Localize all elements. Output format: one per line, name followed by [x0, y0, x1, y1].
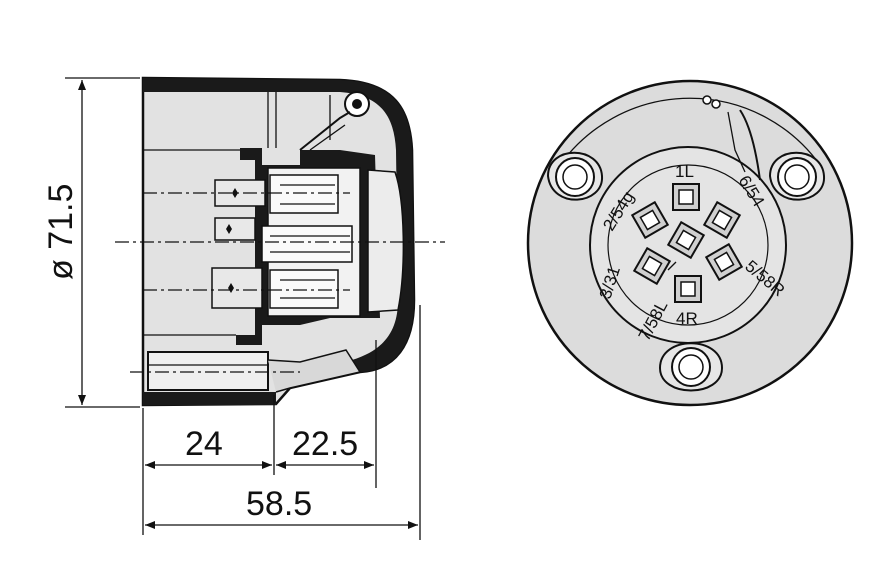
pin-2 [630, 200, 670, 240]
rivet [702, 95, 712, 105]
hinge-screw [299, 91, 370, 151]
pin-center [666, 220, 706, 260]
pin-5 [704, 242, 744, 282]
key-lug [739, 109, 761, 181]
inner-ring [607, 164, 769, 326]
face-arc [559, 97, 821, 166]
mounting-hole-bottom [658, 342, 724, 392]
pin-1L [672, 183, 700, 211]
key-lug [727, 111, 746, 173]
cable-clamp [147, 349, 362, 393]
pin-4R [674, 275, 702, 303]
diameter-label: ø 71.5 [42, 184, 80, 280]
dimension-24-label: 24 [185, 425, 223, 463]
dimension-58-5-label: 58.5 [246, 485, 312, 523]
side-view: ø 71.5 24 22.5 58.5 [42, 76, 445, 540]
pin-3 [632, 246, 672, 286]
mounting-hole-left [546, 151, 604, 201]
rivet [711, 99, 721, 109]
bottom-shell [143, 392, 276, 405]
front-cap [367, 169, 405, 313]
contact-sleeves [211, 174, 353, 309]
mounting-hole-right [768, 151, 826, 201]
pin-contacts [630, 183, 744, 303]
pin-label-4R: 4R [676, 309, 698, 328]
dimension-22-5-label: 22.5 [292, 425, 358, 463]
outer-shell [143, 78, 414, 372]
front-view: 1L 2/54g 6/54 3/31 5/58R 7/58L 4R [526, 79, 854, 407]
pin-6 [702, 200, 742, 240]
pin-label-1L: 1L [675, 162, 694, 181]
